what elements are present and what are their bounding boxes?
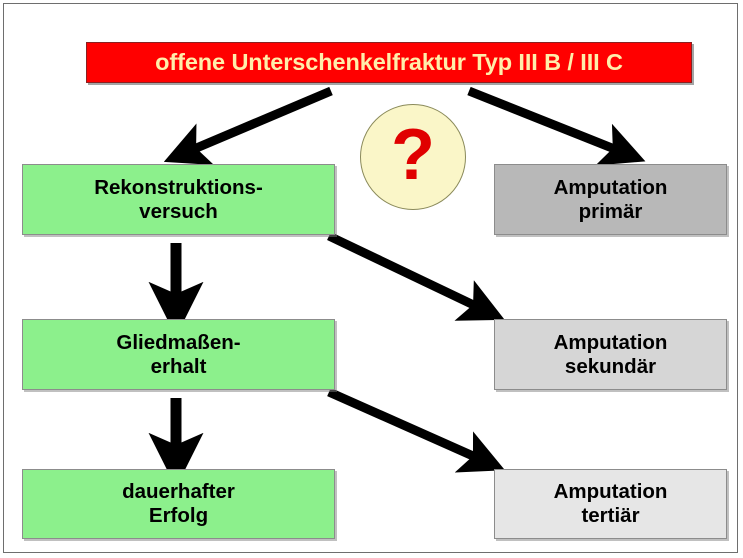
- node-amputation-tertiaer: Amputation tertiär: [494, 469, 727, 539]
- question-mark-icon: ?: [391, 115, 435, 195]
- decision-question-circle: ?: [360, 104, 466, 210]
- diagram-frame: offene Unterschenkelfraktur Typ III B / …: [3, 3, 738, 553]
- node-gliedmassenerhalt: Gliedmaßen- erhalt: [22, 319, 335, 390]
- arrow-title-to-amputation-primaer: [467, 86, 646, 166]
- arrow-title-to-rekonstruktion: [163, 86, 333, 165]
- arrow-rekonstruktion-to-amputation-sekundaer: [327, 231, 505, 321]
- node-amputation-sekundaer: Amputation sekundär: [494, 319, 727, 390]
- node-amputation-primaer: Amputation primär: [494, 164, 727, 235]
- arrow-gliedmassen-to-amputation-tertiaer: [327, 387, 506, 473]
- node-dauerhafter-erfolg: dauerhafter Erfolg: [22, 469, 335, 539]
- node-rekonstruktionsversuch: Rekonstruktions- versuch: [22, 164, 335, 235]
- title-banner: offene Unterschenkelfraktur Typ III B / …: [86, 42, 692, 83]
